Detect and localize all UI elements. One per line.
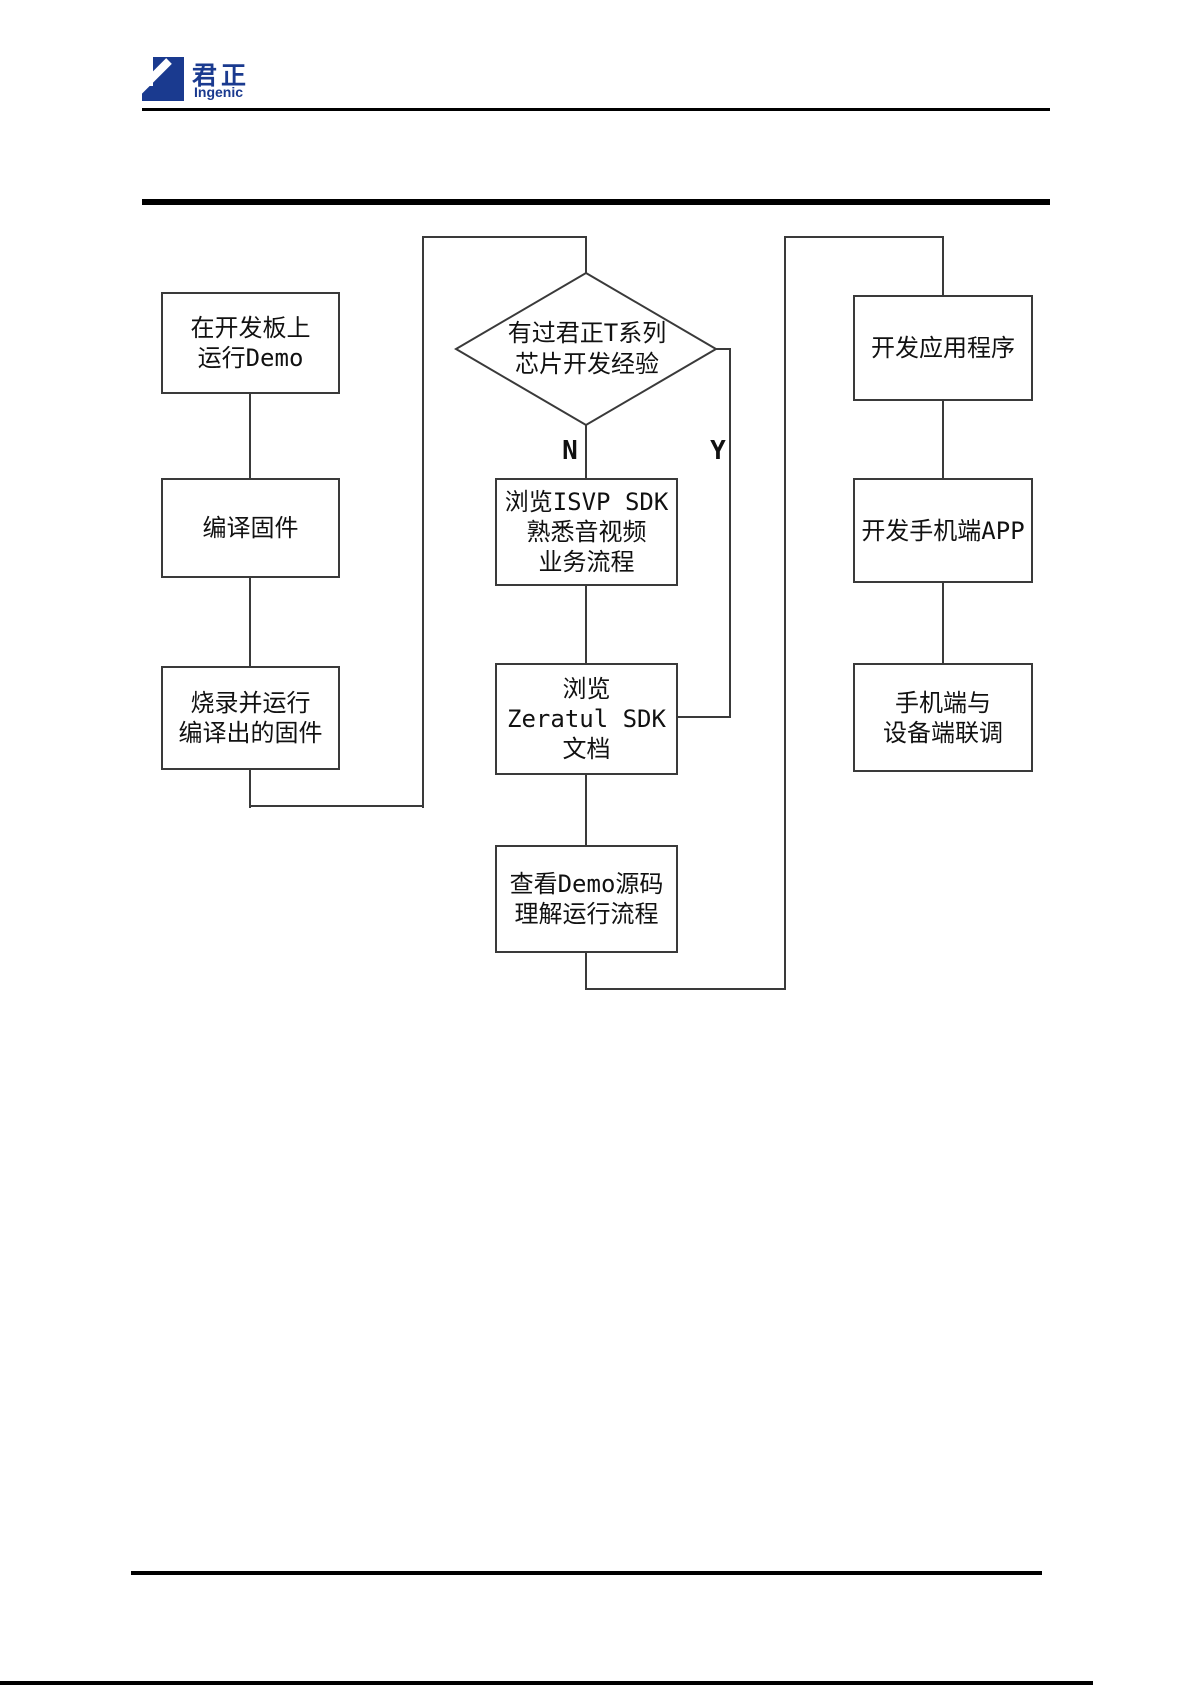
- box-text-line: 开发应用程序: [871, 334, 1015, 362]
- branch-label-yes: Y: [710, 436, 726, 466]
- connector-line: [585, 585, 587, 664]
- box-text-line: 开发手机端APP: [861, 516, 1025, 545]
- connector-line: [942, 582, 944, 664]
- decision-diamond: [454, 271, 718, 427]
- flow-box-develop-mobile-app: 开发手机端APP: [853, 478, 1033, 583]
- decision-text-line: 有过君正T系列: [507, 319, 667, 347]
- connector-line: [585, 236, 587, 273]
- box-text-line: 编译出的固件: [178, 719, 323, 747]
- box-text-line: 手机端与: [895, 688, 991, 717]
- connector-line: [585, 952, 587, 990]
- ingenic-logo-icon: [142, 57, 184, 101]
- header-rule-thick: [142, 199, 1050, 205]
- connector-line-yes-branch: [716, 348, 731, 350]
- box-text-line: 设备端联调: [883, 718, 1003, 747]
- connector-line: [422, 236, 424, 808]
- flow-box-compile-firmware: 编译固件: [161, 478, 340, 578]
- box-text-line: 运行Demo: [197, 344, 304, 372]
- connector-line: [249, 577, 251, 667]
- box-text-line: 在开发板上: [190, 314, 311, 342]
- box-text-line: 文档: [562, 735, 611, 763]
- flow-box-develop-application: 开发应用程序: [853, 295, 1033, 401]
- flow-box-browse-zeratul-sdk: 浏览 Zeratul SDK 文档: [495, 663, 678, 775]
- flow-box-device-phone-joint-debug: 手机端与 设备端联调: [853, 663, 1033, 772]
- connector-line-yes-branch: [729, 348, 731, 718]
- connector-line: [249, 805, 424, 807]
- branch-label-no: N: [562, 436, 578, 466]
- flow-box-run-demo-on-board: 在开发板上 运行Demo: [161, 292, 340, 394]
- decision-text: 有过君正T系列 芯片开发经验: [465, 318, 709, 380]
- connector-line: [784, 236, 786, 990]
- connector-line-no-branch: [585, 425, 587, 479]
- box-text-line: 浏览ISVP SDK: [504, 488, 669, 516]
- decision-text-line: 芯片开发经验: [515, 350, 659, 378]
- box-text-line: Zeratul SDK: [507, 705, 666, 733]
- connector-line: [249, 393, 251, 479]
- connector-line: [585, 774, 587, 846]
- flow-box-browse-isvp-sdk: 浏览ISVP SDK 熟悉音视频 业务流程: [495, 478, 678, 586]
- connector-line: [942, 400, 944, 479]
- box-text-line: 烧录并运行: [190, 689, 311, 717]
- header-rule-thin: [142, 108, 1050, 111]
- bottom-edge-bar: [0, 1681, 1093, 1685]
- box-text-line: 熟悉音视频: [526, 518, 647, 546]
- connector-line: [422, 236, 587, 238]
- logo-text-cn: 君正: [192, 61, 251, 90]
- connector-line: [942, 236, 944, 296]
- connector-line: [249, 769, 251, 808]
- box-text-line: 编译固件: [202, 514, 299, 542]
- box-text-line: 理解运行流程: [514, 900, 659, 928]
- connector-line: [585, 988, 786, 990]
- connector-line: [784, 236, 944, 238]
- box-text-line: 业务流程: [538, 548, 635, 576]
- flow-box-read-demo-source: 查看Demo源码 理解运行流程: [495, 845, 678, 953]
- footer-rule: [131, 1571, 1042, 1575]
- logo-text-en: Ingenic: [194, 84, 244, 100]
- box-text-line: 浏览: [562, 675, 611, 703]
- box-text-line: 查看Demo源码: [509, 870, 664, 898]
- connector-line-yes-branch: [677, 716, 731, 718]
- flow-box-flash-and-run-firmware: 烧录并运行 编译出的固件: [161, 666, 340, 770]
